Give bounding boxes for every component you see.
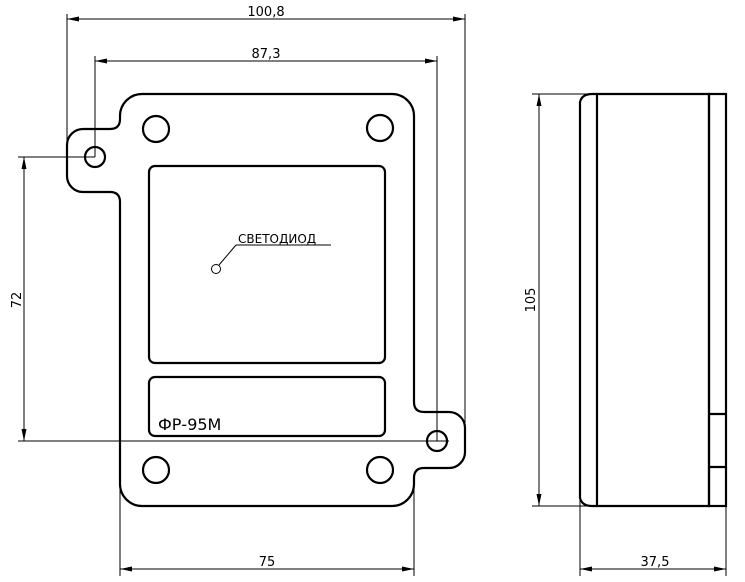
side-view-back-plate	[707, 92, 728, 508]
arrow-height-bottom	[536, 494, 542, 506]
arrow-vertical-bottom	[21, 429, 27, 441]
corner-hole-top-left	[141, 114, 171, 144]
arrow-overall-left	[67, 16, 79, 22]
arrow-mount-left	[95, 58, 107, 64]
arrow-body-right	[402, 566, 414, 572]
led-indicator	[211, 264, 221, 274]
arrow-depth-right	[714, 566, 726, 572]
arrow-depth-left	[580, 566, 592, 572]
dim-body-width: 75	[259, 555, 276, 570]
arrow-mount-right	[425, 58, 437, 64]
arrow-vertical-top	[21, 157, 27, 169]
dim-mount-spacing: 87,3	[252, 47, 281, 62]
dim-vertical-holes: 72	[10, 292, 25, 309]
corner-hole-bottom-left	[141, 455, 171, 485]
side-view-body	[578, 92, 711, 508]
label-panel	[147, 375, 387, 438]
dim-overall-width: 100,8	[247, 5, 284, 20]
corner-hole-top-right	[365, 113, 395, 143]
dim-depth: 37,5	[641, 555, 670, 570]
led-label: СВЕТОДИОД	[238, 232, 316, 246]
model-marking: ФР-95М	[158, 415, 221, 434]
arrow-overall-right	[453, 16, 465, 22]
dim-height: 105	[524, 288, 539, 313]
arrow-height-top	[536, 94, 542, 106]
corner-hole-bottom-right	[365, 455, 395, 485]
front-window	[147, 164, 387, 365]
enclosure-outline	[65, 92, 467, 508]
arrow-body-left	[120, 566, 132, 572]
led-leader-line	[218, 244, 237, 266]
